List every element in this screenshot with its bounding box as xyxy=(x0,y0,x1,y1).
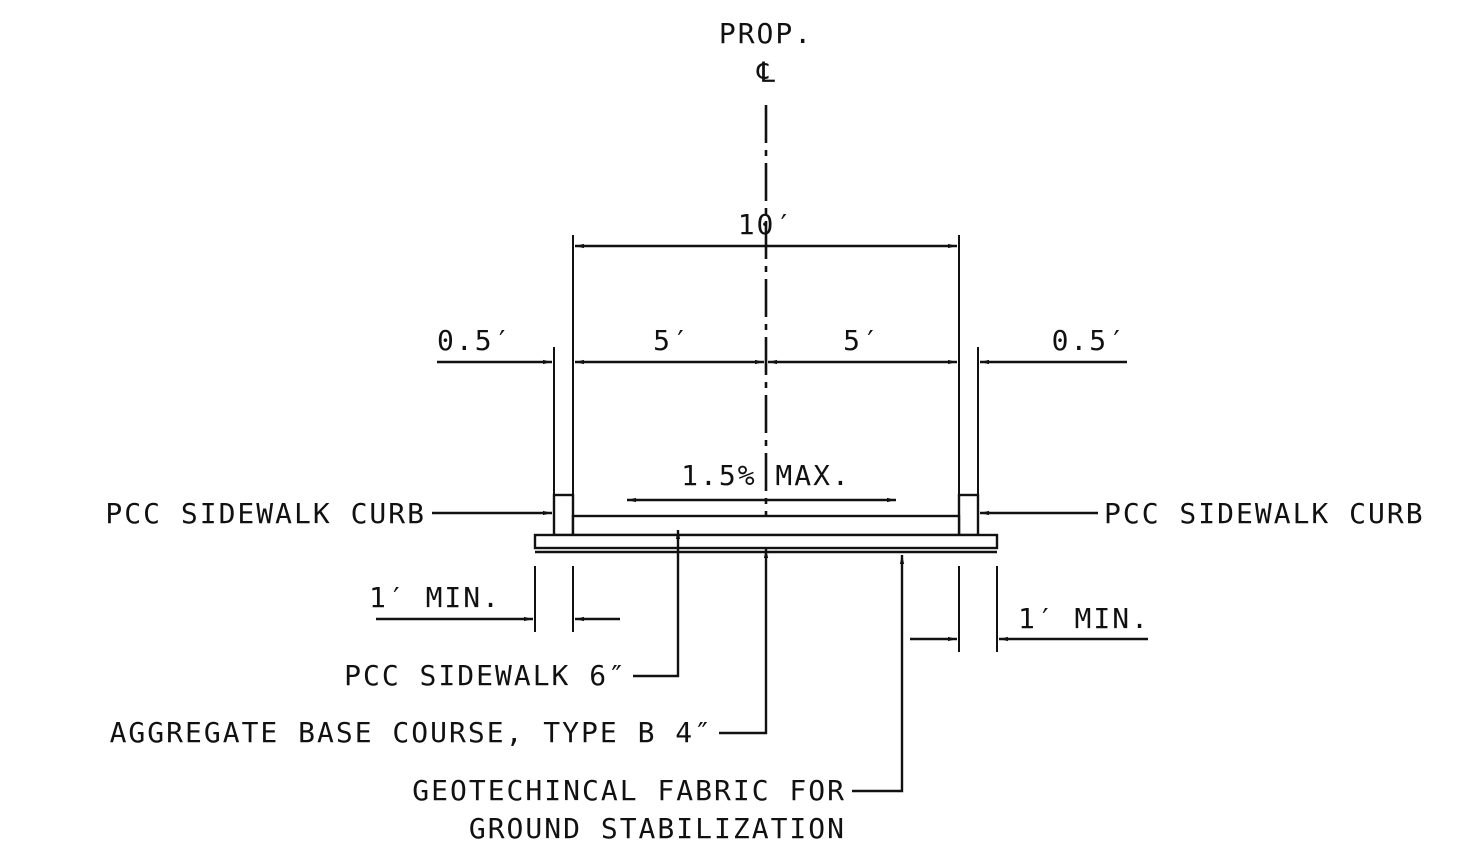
curb-right xyxy=(957,493,980,537)
centerline-label: PROP. xyxy=(719,17,813,50)
dimension-left-offset: 1′ MIN. xyxy=(369,581,501,614)
pcc-sidewalk-slab xyxy=(571,514,961,537)
leader-geotechnical-fabric xyxy=(852,555,905,793)
aggregate-base-layer xyxy=(533,533,999,550)
cross-slope-label: 1.5% MAX. xyxy=(681,459,851,492)
callout-curb-left: PCC SIDEWALK CURB xyxy=(105,497,426,530)
callout-geotechnical-fabric-line1: GEOTECHINCAL FABRIC FOR xyxy=(412,774,846,807)
dimension-right-curb: 0.5′ xyxy=(1052,324,1127,357)
dimension-right-offset: 1′ MIN. xyxy=(1018,602,1150,635)
dimension-overall: 10′ xyxy=(738,208,795,241)
dimension-right-half: 5′ xyxy=(843,324,881,357)
callout-geotechnical-fabric-line2: GROUND STABILIZATION xyxy=(469,812,846,845)
centerline-symbol: ℄ xyxy=(756,56,775,89)
dimension-left-curb: 0.5′ xyxy=(437,324,512,357)
dimension-left-half: 5′ xyxy=(653,324,691,357)
callout-aggregate-base: AGGREGATE BASE COURSE, TYPE B 4″ xyxy=(110,716,713,749)
leader-pcc-sidewalk xyxy=(633,530,681,678)
callout-pcc-sidewalk: PCC SIDEWALK 6″ xyxy=(344,659,627,692)
leader-aggregate-base xyxy=(719,549,769,735)
callout-curb-right: PCC SIDEWALK CURB xyxy=(1104,497,1425,530)
curb-left xyxy=(552,493,575,537)
